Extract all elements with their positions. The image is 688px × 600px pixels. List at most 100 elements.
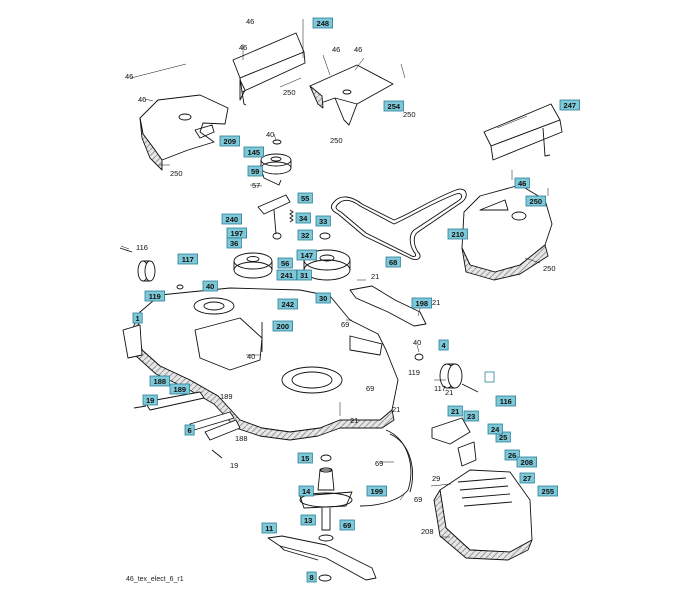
label-text: 23	[467, 412, 475, 421]
right-belt-cover-210	[461, 184, 553, 281]
label-text: 210	[452, 230, 465, 239]
label-text: 14	[302, 487, 311, 496]
label-box	[132, 312, 143, 324]
plain-label-21: 21	[371, 272, 379, 281]
plain-label-29: 29	[432, 474, 440, 483]
label-text: 147	[301, 251, 314, 260]
idler-arm-55	[257, 194, 291, 240]
boxed-label-69: 69	[339, 519, 355, 531]
boxed-label-27: 27	[519, 472, 535, 484]
label-box	[463, 410, 479, 422]
idler-pulley-145	[260, 153, 292, 175]
washer-40	[176, 284, 184, 290]
label-box	[447, 405, 463, 417]
boxed-label-25: 25	[495, 431, 511, 443]
label-text: 208	[521, 458, 534, 467]
label-box	[226, 237, 242, 249]
boxed-label-19: 19	[142, 394, 158, 406]
boxed-label-199: 199	[366, 485, 388, 497]
plain-label-250: 250	[170, 169, 183, 178]
hardware-leader-lines	[120, 19, 549, 538]
mower-blade-11	[267, 535, 377, 581]
label-text: 241	[281, 271, 294, 280]
label-text: 189	[174, 385, 187, 394]
label-box	[295, 212, 311, 224]
label-text: 200	[277, 322, 290, 331]
label-text: 199	[371, 487, 384, 496]
label-text: 198	[416, 299, 429, 308]
plain-label-250: 250	[543, 264, 556, 273]
label-box	[315, 215, 331, 227]
plain-label-69: 69	[375, 459, 383, 468]
boxed-label-145: 145	[243, 146, 265, 158]
plain-label-46: 46	[246, 17, 254, 26]
label-text: 6	[188, 426, 192, 435]
label-text: 27	[523, 474, 531, 483]
label-box	[447, 228, 469, 240]
label-text: 55	[301, 194, 309, 203]
label-text: 188	[154, 377, 167, 386]
boxed-label-33: 33	[315, 215, 331, 227]
label-text: 242	[282, 300, 295, 309]
label-box	[184, 424, 195, 436]
boxed-label-59: 59	[247, 165, 263, 177]
boxed-label-200: 200	[272, 320, 294, 332]
plain-label-69: 69	[366, 384, 374, 393]
label-text: 33	[319, 217, 327, 226]
left-belt-cover	[139, 94, 229, 171]
label-box	[385, 256, 401, 268]
label-box	[504, 449, 520, 461]
shield-plate-248	[232, 32, 306, 106]
label-text: 32	[301, 231, 309, 240]
boxed-label-210: 210	[447, 228, 469, 240]
label-box	[339, 519, 355, 531]
boxed-label-4: 4	[438, 339, 449, 351]
label-box	[202, 280, 218, 292]
boxed-label-248: 248	[312, 17, 334, 29]
label-text: 117	[182, 255, 194, 264]
label-text: 21	[451, 407, 459, 416]
label-box	[315, 292, 331, 304]
label-box	[516, 456, 538, 468]
boxed-label-8: 8	[306, 571, 317, 583]
label-box	[297, 229, 313, 241]
label-text: 31	[300, 271, 308, 280]
boxed-label-30: 30	[315, 292, 331, 304]
deflector-rod-199	[359, 429, 413, 507]
plain-label-40: 40	[413, 338, 421, 347]
label-box	[487, 423, 503, 435]
label-box	[514, 177, 530, 189]
boxed-label-242: 242	[277, 298, 299, 310]
plain-label-119: 119	[408, 368, 420, 377]
boxed-label-15: 15	[297, 452, 313, 464]
label-box	[277, 257, 293, 269]
plain-label-46: 46	[138, 95, 146, 104]
label-text: 11	[265, 524, 273, 533]
label-box	[411, 297, 433, 309]
label-box	[559, 99, 581, 111]
boxed-label-247: 247	[559, 99, 581, 111]
label-text: 25	[499, 433, 507, 442]
label-box	[525, 195, 547, 207]
label-text: 59	[251, 167, 259, 176]
boxed-label-34: 34	[295, 212, 311, 224]
boxed-label-56: 56	[277, 257, 293, 269]
boxed-label-40: 40	[202, 280, 218, 292]
boxed-label-21: 21	[447, 405, 463, 417]
label-box	[312, 17, 334, 29]
plain-label-46: 46	[239, 43, 247, 52]
label-box	[297, 452, 313, 464]
boxed-label-119: 119	[144, 290, 166, 302]
label-box	[221, 213, 243, 225]
label-box	[169, 383, 191, 395]
label-text: 197	[231, 229, 244, 238]
label-box	[537, 485, 559, 497]
boxed-label-189: 189	[169, 383, 191, 395]
label-box	[495, 395, 517, 407]
mower-deck-1	[122, 287, 399, 441]
boxed-label-254: 254	[383, 100, 405, 112]
plain-label-19: 19	[230, 461, 238, 470]
plain-label-21: 21	[432, 298, 440, 307]
